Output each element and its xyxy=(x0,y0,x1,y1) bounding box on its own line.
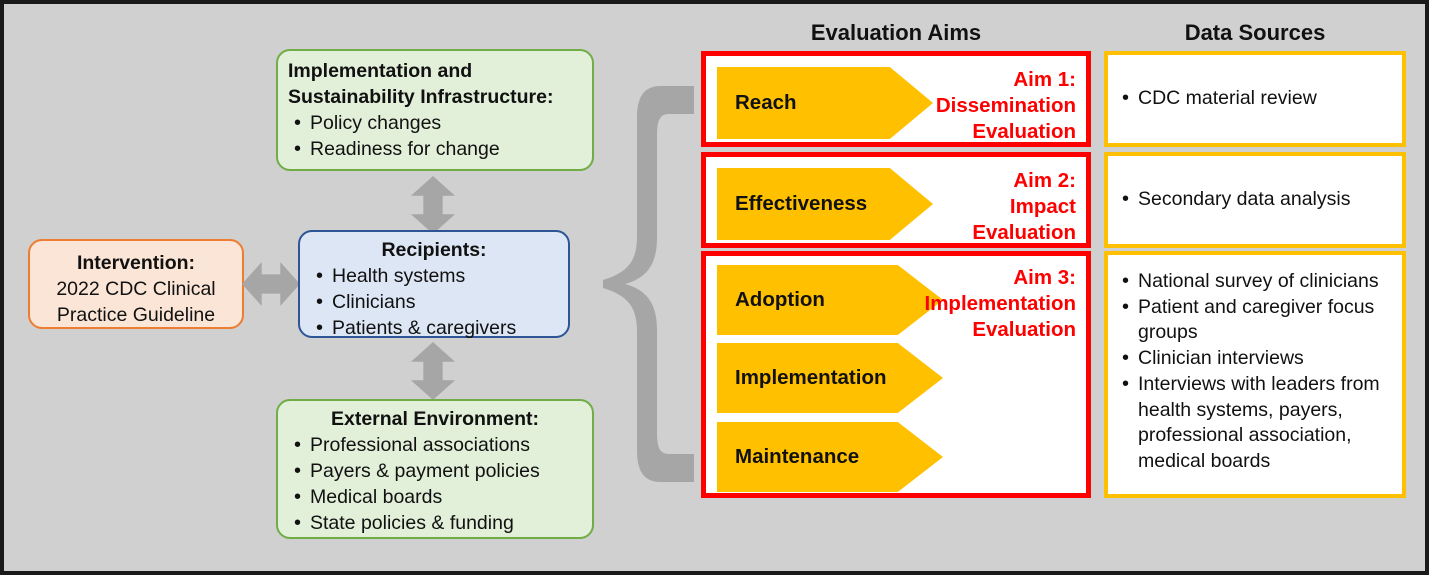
list-item: CDC material review xyxy=(1118,85,1392,112)
list-item: Health systems xyxy=(310,263,558,290)
box-implementation-sustainability-infrastructure: Implementation and Sustainability Infras… xyxy=(276,49,594,171)
box-list: Professional associations Payers & payme… xyxy=(288,432,582,537)
double-arrow-vertical-icon xyxy=(411,342,455,400)
data-source-box-1[interactable]: CDC material review xyxy=(1104,51,1406,147)
list-item: Patients & caregivers xyxy=(310,315,558,342)
aim-panel-3[interactable]: Adoption Implementation Maintenance Aim … xyxy=(701,251,1091,498)
list-item: Readiness for change xyxy=(288,136,582,163)
data-source-list: Secondary data analysis xyxy=(1118,186,1392,213)
list-item: National survey of clinicians xyxy=(1118,268,1392,295)
chevron-effectiveness[interactable]: Effectiveness xyxy=(717,168,933,240)
box-title: Intervention: xyxy=(76,252,196,274)
box-title: Implementation and Sustainability Infras… xyxy=(288,60,554,108)
header-data-sources: Data Sources xyxy=(1184,20,1326,45)
box-list: Health systems Clinicians Patients & car… xyxy=(310,263,558,342)
curly-brace-connector-icon xyxy=(599,76,699,492)
data-source-list: CDC material review xyxy=(1118,85,1392,112)
chevron-label: Reach xyxy=(735,91,797,114)
aim-label-2: Aim 2: Impact Evaluation xyxy=(972,169,1076,245)
aim-label-1: Aim 1: Dissemination Evaluation xyxy=(935,68,1076,144)
list-item: Policy changes xyxy=(288,110,582,137)
box-recipients: Recipients: Health systems Clinicians Pa… xyxy=(298,230,570,341)
double-arrow-vertical-icon xyxy=(411,176,455,234)
list-item: Patient and caregiver focus groups xyxy=(1118,294,1392,346)
aim-label-3: Aim 3: Implementation Evaluation xyxy=(924,266,1077,342)
chevron-label: Implementation xyxy=(735,366,887,389)
chevron-maintenance[interactable]: Maintenance xyxy=(717,422,943,492)
box-body: 2022 CDC Clinical Practice Guideline xyxy=(56,277,216,326)
aim-panel-1[interactable]: Reach Aim 1: Dissemination Evaluation xyxy=(701,51,1091,147)
box-title: External Environment: xyxy=(330,408,540,430)
list-item: Professional associations xyxy=(288,432,582,459)
list-item: Clinicians xyxy=(310,289,558,316)
data-source-box-2[interactable]: Secondary data analysis xyxy=(1104,152,1406,248)
list-item: Payers & payment policies xyxy=(288,458,582,485)
data-source-box-3[interactable]: National survey of clinicians Patient an… xyxy=(1104,251,1406,498)
box-list: Policy changes Readiness for change xyxy=(288,110,582,163)
header-evaluation-aims: Evaluation Aims xyxy=(810,20,982,45)
chevron-reach[interactable]: Reach xyxy=(717,67,933,139)
list-item: Interviews with leaders from health syst… xyxy=(1118,371,1392,475)
box-intervention: Intervention: 2022 CDC Clinical Practice… xyxy=(28,239,244,329)
list-item: Secondary data analysis xyxy=(1118,186,1392,213)
list-item: Clinician interviews xyxy=(1118,345,1392,372)
chevron-adoption[interactable]: Adoption xyxy=(717,265,943,335)
data-source-list: National survey of clinicians Patient an… xyxy=(1118,268,1392,475)
chevron-implementation[interactable]: Implementation xyxy=(717,343,943,413)
list-item: Medical boards xyxy=(288,484,582,511)
box-title: Recipients: xyxy=(381,239,487,261)
double-arrow-horizontal-icon xyxy=(242,262,300,306)
chevron-label: Maintenance xyxy=(735,445,860,468)
box-external-environment: External Environment: Professional assoc… xyxy=(276,399,594,539)
chevron-label: Effectiveness xyxy=(735,192,868,215)
aim-panel-2[interactable]: Effectiveness Aim 2: Impact Evaluation xyxy=(701,152,1091,248)
chevron-label: Adoption xyxy=(735,288,825,311)
list-item: State policies & funding xyxy=(288,510,582,537)
